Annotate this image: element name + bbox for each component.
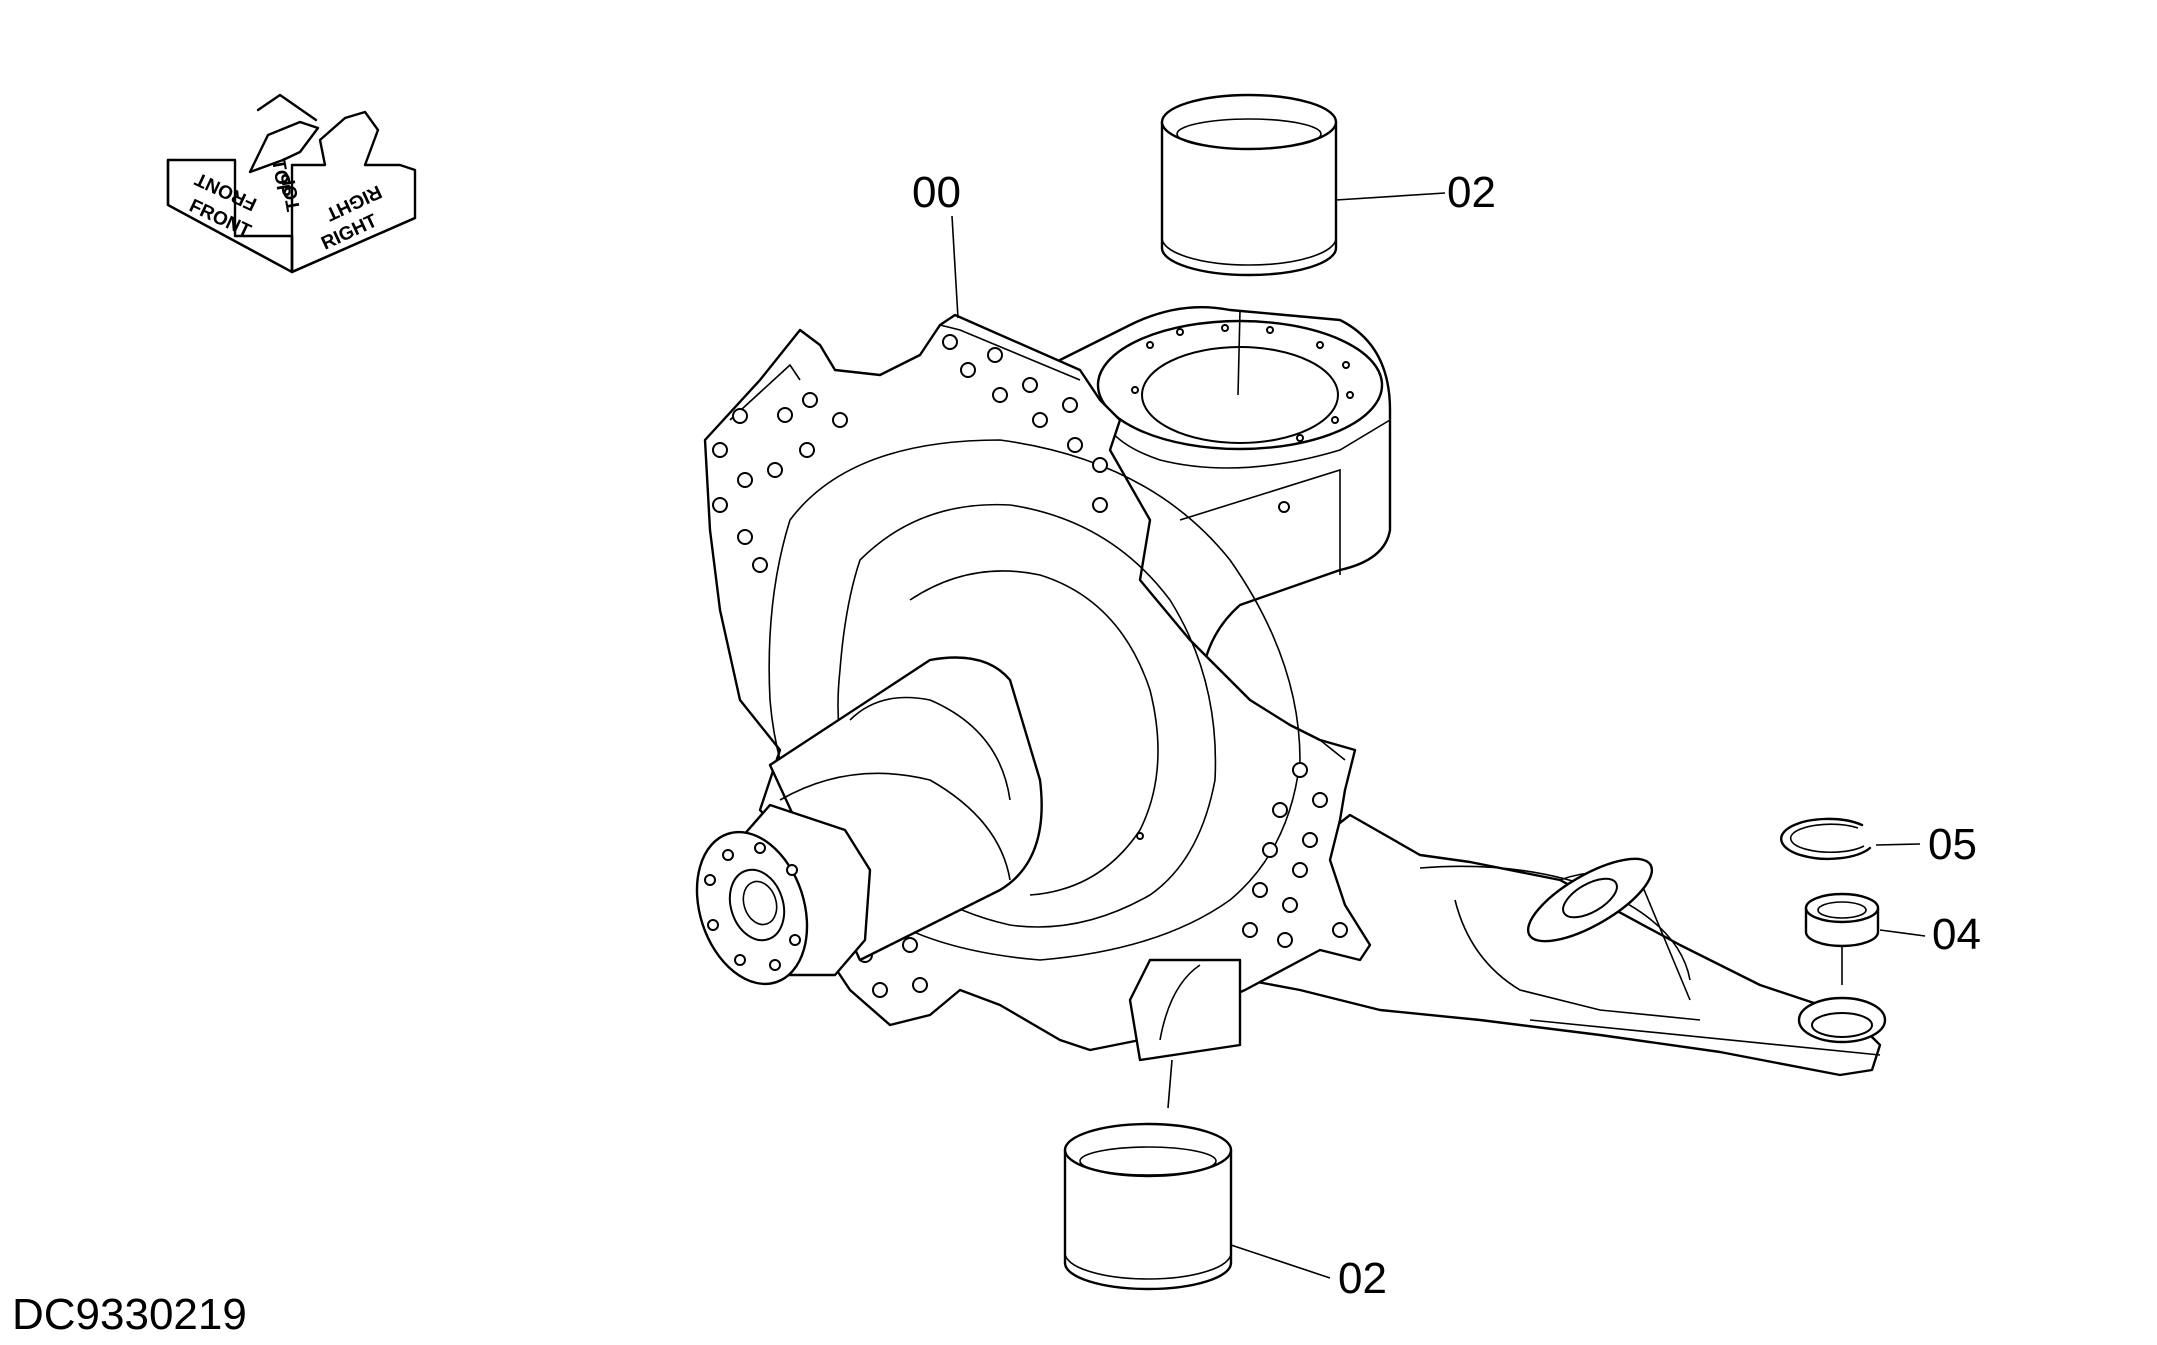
callout-bushing-upper: 02	[1447, 168, 1496, 217]
orientation-symbol: FRONT FRONT TOP TOP RIGHT RIGHT	[166, 93, 417, 274]
orientation-label-top-mirror: TOP	[277, 171, 304, 213]
steering-knuckle	[695, 305, 1887, 1077]
callout-seal: 04	[1932, 910, 1981, 959]
callout-snap-ring: 05	[1928, 820, 1977, 869]
seal	[1804, 892, 1880, 948]
snap-ring	[1779, 817, 1872, 861]
callout-bushing-lower: 02	[1338, 1254, 1387, 1303]
callout-knuckle: 00	[912, 168, 961, 217]
orientation-label-right-mirror: RIGHT	[322, 180, 385, 224]
lower-bushing	[1063, 1122, 1233, 1291]
document-id: DC9330219	[12, 1290, 247, 1339]
flange-bolt-holes	[712, 334, 1348, 998]
upper-bushing	[1160, 93, 1338, 277]
leader-lines	[951, 192, 1926, 1279]
